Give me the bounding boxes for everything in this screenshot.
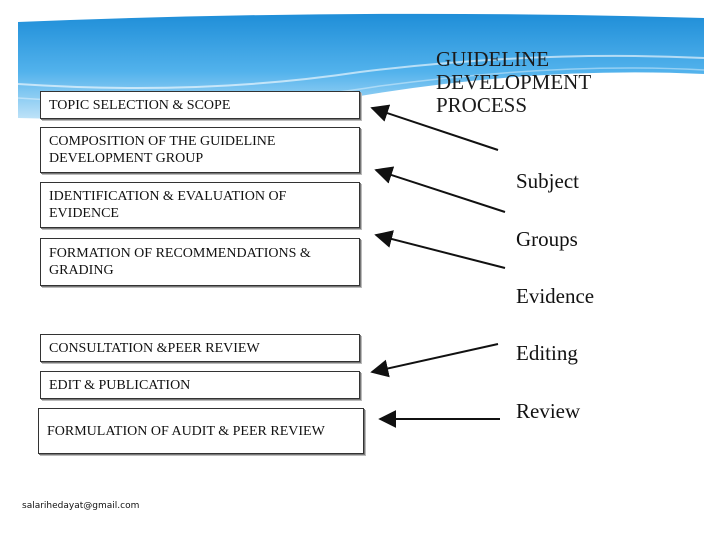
step-box-group-composition: COMPOSITION OF THE GUIDELINE DEVELOPMENT…	[40, 127, 360, 173]
label-editing: Editing	[516, 341, 578, 365]
title-line-2: DEVELOPMENT	[436, 70, 592, 94]
step-box-consultation: CONSULTATION &PEER REVIEW	[40, 334, 360, 362]
title-line-3: PROCESS	[436, 93, 528, 117]
diagram-title: GUIDELINE DEVELOPMENT PROCESS	[436, 48, 591, 117]
banner-highlight	[17, 54, 705, 89]
arrow-editing-to-edit	[370, 343, 499, 378]
title-line-1: GUIDELINE	[436, 47, 550, 71]
arrow-subject-to-composition	[374, 166, 506, 213]
label-evidence: Evidence	[516, 284, 595, 308]
arrow-groups-to-recommendations	[374, 230, 506, 269]
label-review: Review	[516, 399, 581, 423]
author-email: salarihedayat@gmail.com	[22, 501, 140, 511]
step-box-edit-publication: EDIT & PUBLICATION	[40, 371, 360, 399]
label-groups: Groups	[516, 227, 578, 251]
step-box-evidence-evaluation: IDENTIFICATION & EVALUATION OF EVIDENCE	[40, 182, 360, 228]
step-box-topic-selection: TOPIC SELECTION & SCOPE	[40, 91, 360, 119]
step-box-audit-review: FORMULATION OF AUDIT & PEER REVIEW	[38, 408, 364, 454]
label-subject: Subject	[516, 169, 579, 193]
step-box-recommendations: FORMATION OF RECOMMENDATIONS & GRADING	[40, 238, 360, 286]
